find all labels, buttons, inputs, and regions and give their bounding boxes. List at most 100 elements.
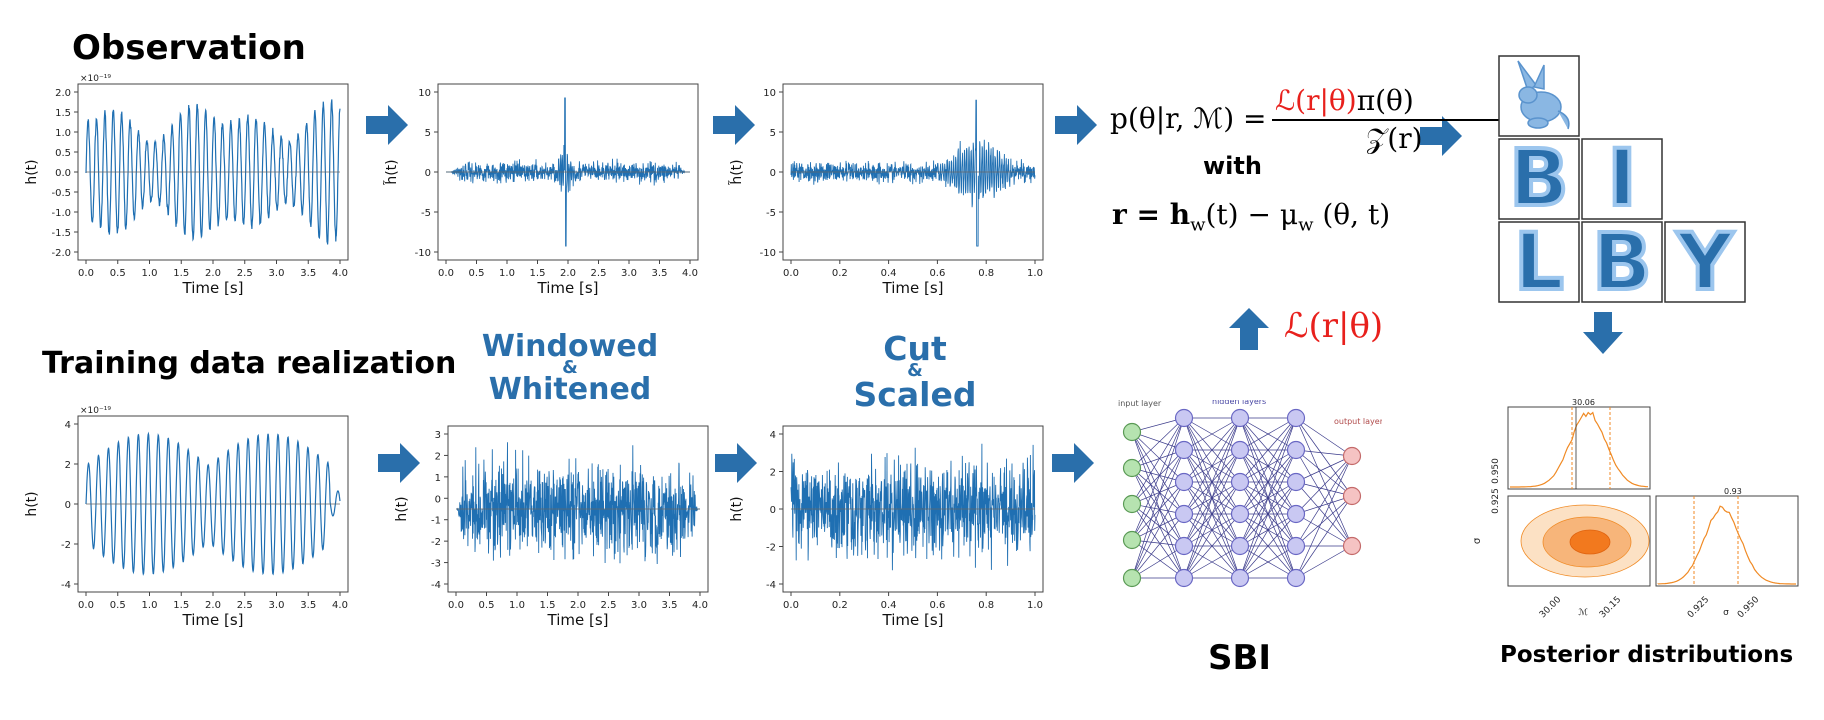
scale-label: ×10⁻¹⁹ — [80, 74, 111, 84]
arrow-right-icon — [1420, 116, 1462, 156]
x-tick-label: 1.0 — [509, 600, 525, 611]
signal-trace — [790, 99, 1036, 247]
x-tick-label: 0.925 — [1686, 595, 1711, 620]
hist-trace — [1657, 505, 1796, 585]
nn-edge — [1131, 431, 1185, 483]
logo-letter: L — [1514, 218, 1564, 305]
nn-edge — [1295, 495, 1353, 579]
x-tick-label: 3.0 — [269, 268, 285, 279]
x-tick-label: 0.2 — [832, 268, 848, 279]
x-tick-label: 4.0 — [332, 600, 348, 611]
y-tick-label: -2 — [61, 540, 71, 551]
y-tick-label: -5 — [766, 208, 776, 219]
x-axis-label: Time [s] — [882, 611, 944, 629]
nn-edge — [1183, 545, 1241, 579]
y-tick-label: 0.925 — [1491, 488, 1501, 514]
y-axis-label: h̃(t) — [383, 159, 400, 185]
x-tick-label: 2.0 — [560, 268, 576, 279]
nn-node — [1286, 440, 1306, 460]
nn-node — [1122, 458, 1142, 478]
arrow-down-icon — [1583, 312, 1623, 354]
nn-edge — [1295, 455, 1353, 515]
nn-node — [1122, 530, 1142, 550]
fraction-numerator: ℒ(r|θ)π(θ) — [1275, 84, 1414, 117]
nn-edge — [1295, 455, 1353, 579]
x-tick-label: 1.0 — [1027, 600, 1043, 611]
y-axis-label: h(t) — [24, 159, 40, 184]
nn-node — [1174, 472, 1194, 492]
y-tick-label: 0 — [425, 168, 431, 179]
nn-edge — [1239, 417, 1297, 547]
y-tick-label: 0 — [770, 505, 776, 516]
training-label: Training data realization — [42, 346, 457, 381]
nn-edge — [1239, 417, 1297, 451]
nn-edge — [1239, 417, 1297, 483]
nn-node — [1342, 486, 1362, 506]
y-axis-label: h(t) — [729, 496, 745, 521]
signal-trace — [446, 97, 690, 247]
nn-edge — [1295, 545, 1353, 579]
x-tick-label: 3.0 — [631, 600, 647, 611]
x-tick-label: 0.6 — [929, 268, 945, 279]
y-tick-label: -4 — [766, 580, 776, 591]
y-tick-label: 0.950 — [1491, 458, 1501, 484]
nn-edge — [1131, 417, 1185, 541]
y-tick-label: -1.5 — [51, 228, 71, 239]
nn-edge — [1295, 495, 1353, 515]
arrow-right-icon — [378, 443, 420, 483]
nn-edge — [1295, 481, 1353, 497]
sbi-label: SBI — [1208, 638, 1272, 678]
nn-node — [1174, 504, 1194, 524]
nn-node — [1122, 568, 1142, 588]
arrow-up-icon — [1229, 308, 1269, 350]
hist-title: 30.06 — [1572, 398, 1595, 407]
nn-edge — [1183, 417, 1241, 579]
x-tick-label: 4.0 — [692, 600, 708, 611]
nn-edge — [1295, 417, 1353, 497]
x-tick-label: 30.15 — [1598, 595, 1623, 620]
nn-node — [1122, 494, 1142, 514]
nn-edge — [1131, 545, 1185, 579]
nn-edge — [1131, 481, 1185, 505]
nn-edge — [1183, 449, 1241, 579]
y-tick-label: 2 — [65, 460, 71, 471]
logo-letter: Y — [1676, 218, 1735, 305]
x-tick-label: 2.5 — [601, 600, 617, 611]
bilby-logo: B I L B Y — [1498, 55, 1746, 305]
nn-node — [1230, 408, 1250, 428]
y-tick-label: 5 — [425, 128, 431, 139]
nn-edge — [1131, 449, 1185, 541]
nn-edge — [1131, 503, 1185, 579]
nn-edge — [1183, 417, 1241, 451]
x-tick-label: 0.0 — [78, 268, 94, 279]
signal-trace — [456, 442, 700, 565]
y-tick-label: -3 — [431, 559, 441, 570]
y-tick-label: 2 — [435, 451, 441, 462]
y-tick-label: 2.0 — [55, 88, 71, 99]
nn-edge — [1131, 467, 1185, 579]
nn-node — [1122, 422, 1142, 442]
nn-edge — [1239, 545, 1297, 579]
nn-edge — [1295, 417, 1353, 547]
nn-edge — [1295, 449, 1353, 547]
y-tick-label: 2 — [770, 468, 776, 479]
logo-letter: I — [1607, 134, 1636, 224]
nn-node — [1286, 568, 1306, 588]
x-tick-label: 3.5 — [662, 600, 678, 611]
likelihood-label: ℒ(r|θ) — [1284, 306, 1384, 346]
hist-frame — [1507, 406, 1651, 490]
x-tick-label: 1.5 — [173, 600, 189, 611]
nn-node — [1286, 472, 1306, 492]
windowed-whitened-title: Windowed & Whitened — [481, 329, 659, 407]
signal-trace — [85, 99, 341, 245]
x-tick-label: 4.0 — [682, 268, 698, 279]
y-tick-label: -2.0 — [51, 248, 71, 259]
x-tick-label: 3.0 — [269, 600, 285, 611]
nn-edge — [1131, 431, 1185, 451]
nn-edge — [1131, 449, 1185, 579]
x-tick-label: 1.0 — [142, 268, 158, 279]
